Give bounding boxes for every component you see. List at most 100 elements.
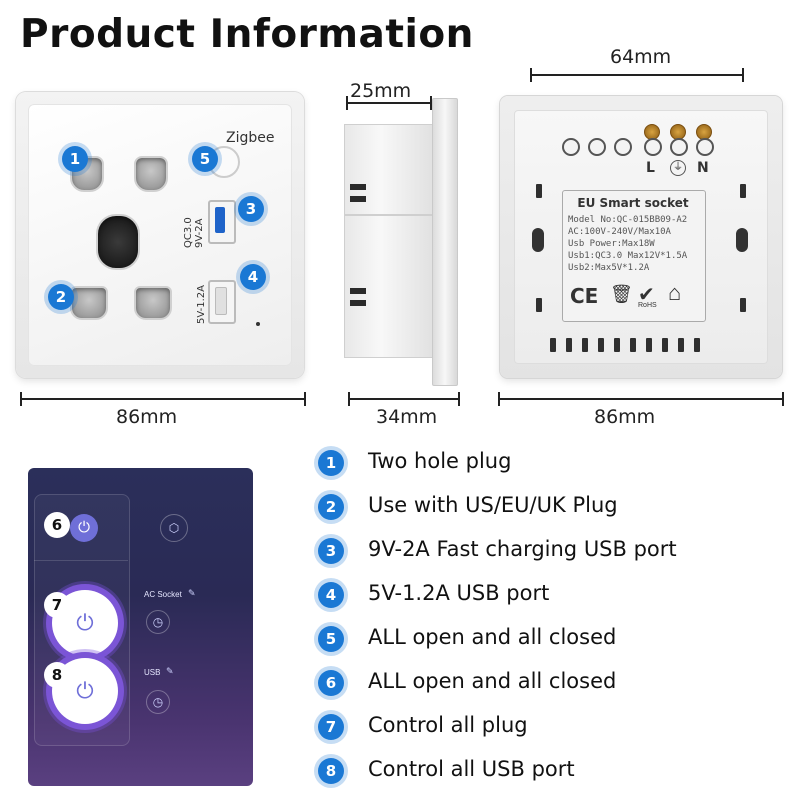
app-timer-icon[interactable]: ◷ — [146, 690, 170, 714]
weee-bin-icon: 🗑 — [610, 284, 633, 304]
usb-port-qc — [208, 200, 236, 244]
legend-number: 7 — [318, 714, 344, 740]
spec-label-line: Model No:QC-015BB09-A2 — [568, 215, 688, 225]
usb-port-standard-tongue — [215, 287, 227, 315]
back-bottom-slot — [598, 338, 604, 352]
legend-text: 5V-1.2A USB port — [368, 581, 550, 605]
rohs-mark: RoHS — [638, 302, 657, 309]
back-bottom-slot — [582, 338, 588, 352]
back-width-top-label: 64mm — [610, 46, 672, 68]
back-screw-hole-1 — [562, 138, 580, 156]
app-edit-icon[interactable]: ✎ — [166, 666, 174, 676]
legend-number: 3 — [318, 538, 344, 564]
side-clip-3 — [350, 288, 366, 294]
back-bottom-slot — [646, 338, 652, 352]
back-bottom-slot — [678, 338, 684, 352]
universal-outlet-right — [134, 286, 172, 320]
side-depth-top-label: 25mm — [350, 80, 412, 102]
usb-port-standard — [208, 280, 236, 324]
legend-text: Control all plug — [368, 713, 528, 737]
terminal-earth-hole — [670, 138, 688, 156]
center-ground-hole — [96, 214, 140, 270]
back-bottom-slot — [694, 338, 700, 352]
terminal-N-hole — [696, 138, 714, 156]
app-edit-icon[interactable]: ✎ — [188, 588, 196, 598]
legend-number: 2 — [318, 494, 344, 520]
touch-power-button[interactable] — [208, 146, 240, 178]
back-width-bottom-dimension-line — [498, 392, 784, 406]
legend-number: 1 — [318, 450, 344, 476]
legend-text: Two hole plug — [368, 449, 512, 473]
marker-7: 7 — [44, 592, 70, 618]
back-screw-hole-3 — [614, 138, 632, 156]
legend-number: 4 — [318, 582, 344, 608]
back-slot — [740, 184, 746, 198]
two-hole-outlet-right — [134, 156, 168, 192]
marker-3: 3 — [238, 196, 264, 222]
spec-label-line: Usb1:QC3.0 Max12V*1.5A — [568, 251, 688, 261]
back-mount-oval-right — [736, 228, 748, 252]
app-cube-icon[interactable]: ⬡ — [160, 514, 188, 542]
indoor-use-house-icon: ⌂ — [668, 280, 682, 305]
spec-label-plate — [562, 190, 706, 322]
back-mount-oval-left — [532, 228, 544, 252]
front-width-dimension-line — [20, 392, 306, 406]
side-body — [344, 124, 436, 358]
back-slot — [536, 298, 542, 312]
ce-mark: CE — [570, 284, 599, 308]
usb-port-qc-tongue — [215, 207, 225, 233]
zigbee-label: Zigbee — [226, 130, 275, 146]
app-separator — [34, 560, 128, 561]
side-body-seam — [344, 214, 434, 216]
back-slot — [536, 184, 542, 198]
legend-text: 9V-2A Fast charging USB port — [368, 537, 677, 561]
legend-text: Control all USB port — [368, 757, 575, 781]
spec-label-line: Usb Power:Max18W — [568, 239, 655, 249]
app-ac-socket-label: AC Socket — [144, 590, 182, 599]
app-all-power-button[interactable]: ⏻ — [70, 514, 98, 542]
legend-text: ALL open and all closed — [368, 625, 617, 649]
terminal-L-label: L — [646, 160, 655, 176]
marker-2: 2 — [48, 284, 74, 310]
side-clip-4 — [350, 300, 366, 306]
back-bottom-slot — [630, 338, 636, 352]
app-screenshot: ⏻ ⬡ ⏻ AC Socket ✎ ◷ ⏻ USB ✎ ◷ 6 7 8 — [28, 468, 253, 786]
legend-text: ALL open and all closed — [368, 669, 617, 693]
earth-ground-icon: ⏚ — [670, 160, 686, 176]
terminal-L-hole — [644, 138, 662, 156]
side-depth-top-dimension-line — [346, 96, 432, 110]
universal-outlet-left — [70, 286, 108, 320]
front-width-label: 86mm — [116, 406, 178, 428]
back-bottom-slot — [550, 338, 556, 352]
side-depth-bottom-dimension-line — [348, 392, 460, 406]
app-timer-icon[interactable]: ◷ — [146, 610, 170, 634]
marker-6: 6 — [44, 512, 70, 538]
side-clip-1 — [350, 184, 366, 190]
side-depth-bottom-label: 34mm — [376, 406, 438, 428]
back-width-top-dimension-line — [530, 68, 744, 82]
indicator-dot — [256, 322, 260, 326]
back-bottom-slot — [566, 338, 572, 352]
page-title: Product Information — [20, 12, 474, 57]
terminal-N-label: N — [697, 160, 709, 176]
back-width-bottom-label: 86mm — [594, 406, 656, 428]
spec-label-line: Usb2:Max5V*1.2A — [568, 263, 650, 273]
back-screw-hole-2 — [588, 138, 606, 156]
back-bottom-slot — [662, 338, 668, 352]
legend-text: Use with US/EU/UK Plug — [368, 493, 618, 517]
usb2-spec-text: 5V-1.2A — [196, 285, 207, 324]
marker-1: 1 — [62, 146, 88, 172]
legend-number: 8 — [318, 758, 344, 784]
back-bottom-slot — [614, 338, 620, 352]
check-icon: ✔ — [638, 284, 655, 306]
marker-8: 8 — [44, 662, 70, 688]
spec-label-line: AC:100V-240V/Max10A — [568, 227, 671, 237]
marker-4: 4 — [240, 264, 266, 290]
back-slot — [740, 298, 746, 312]
legend-number: 5 — [318, 626, 344, 652]
side-clip-2 — [350, 196, 366, 202]
marker-5: 5 — [192, 146, 218, 172]
legend-number: 6 — [318, 670, 344, 696]
app-usb-label: USB — [144, 668, 161, 677]
